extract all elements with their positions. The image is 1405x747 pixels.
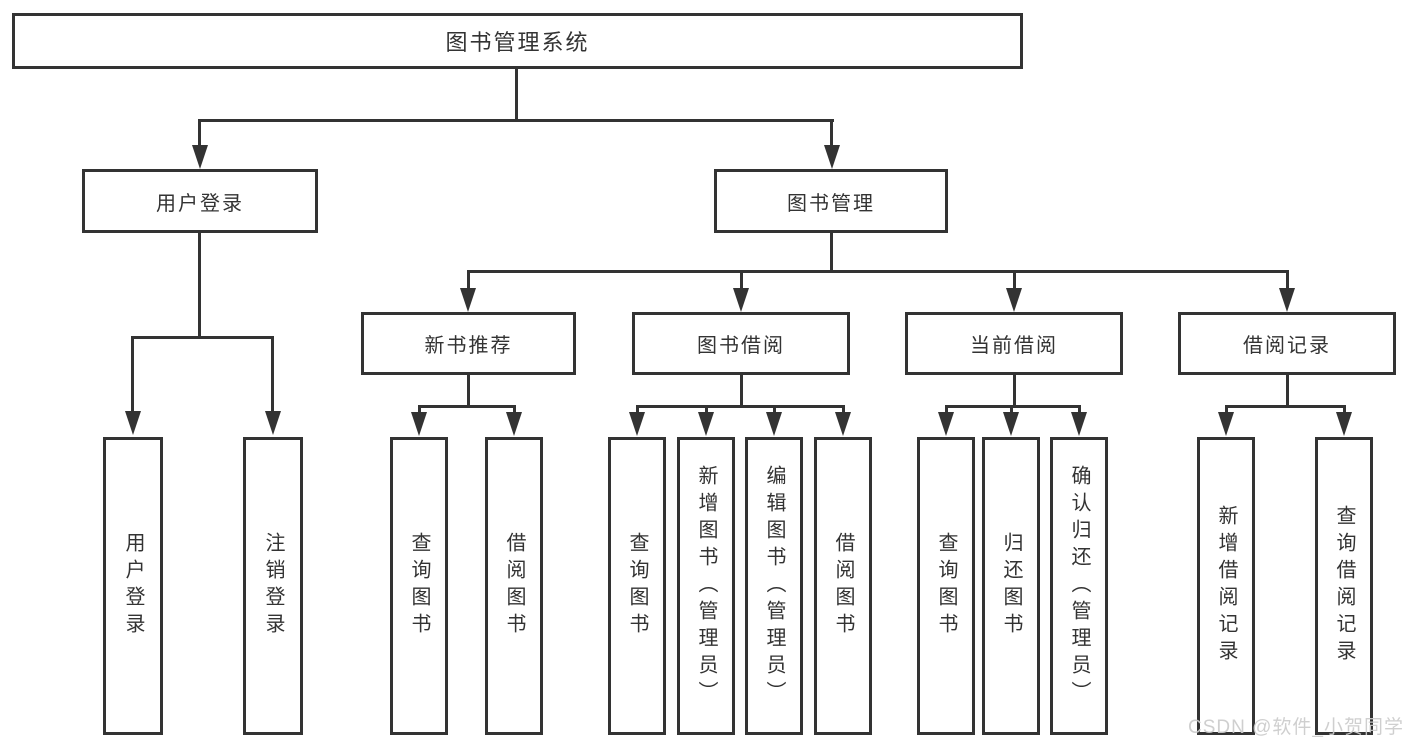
node-new-books-label: 新书推荐	[424, 335, 513, 357]
connector-vline	[705, 405, 708, 417]
node-borrow-records: 借阅记录	[1178, 312, 1396, 375]
connector-vline	[636, 405, 639, 417]
connector-vline	[271, 336, 274, 414]
connector-vline	[1078, 405, 1081, 417]
arrow-down-icon	[938, 412, 954, 436]
connector-vline	[1286, 375, 1289, 408]
leaf-query-borrow-record: 查询借阅记录	[1315, 437, 1373, 735]
connector-vline	[1343, 405, 1346, 417]
leaf-add-borrow-record: 新增借阅记录	[1197, 437, 1255, 735]
connector-vline	[740, 375, 743, 408]
arrow-down-icon	[1003, 412, 1019, 436]
node-book-mgmt-label: 图书管理	[787, 192, 875, 215]
connector-hline	[418, 405, 516, 408]
leaf-user-login: 用户登录	[103, 437, 163, 735]
connector-vline	[830, 119, 833, 149]
leaf-borrow-books-1-label: 借阅图书	[503, 532, 525, 640]
arrow-down-icon	[460, 288, 476, 312]
watermark-text: CSDN @软件_小贺同学	[1188, 717, 1404, 738]
leaf-query-books-1-label: 查询图书	[408, 532, 430, 640]
node-new-books: 新书推荐	[361, 312, 576, 375]
connector-vline	[467, 375, 470, 408]
connector-hline	[131, 336, 274, 339]
connector-vline	[131, 336, 134, 414]
leaf-return-books-label: 归还图书	[1000, 532, 1022, 640]
leaf-add-borrow-record-label: 新增借阅记录	[1215, 505, 1237, 667]
connector-vline	[842, 405, 845, 417]
connector-vline	[1010, 405, 1013, 417]
leaf-query-books-2: 查询图书	[608, 437, 666, 735]
leaf-logout-label: 注销登录	[262, 532, 284, 640]
connector-vline	[773, 405, 776, 417]
connector-hline	[467, 270, 1289, 273]
node-user-login: 用户登录	[82, 169, 318, 233]
connector-vline	[515, 67, 518, 122]
arrow-down-icon	[835, 412, 851, 436]
connector-vline	[830, 233, 833, 273]
leaf-query-books-3: 查询图书	[917, 437, 975, 735]
leaf-add-books-admin: 新增图书（管理员）	[677, 437, 735, 735]
node-book-borrow-label: 图书借阅	[697, 335, 785, 357]
arrow-down-icon	[629, 412, 645, 436]
arrow-down-icon	[1218, 412, 1234, 436]
leaf-borrow-books-2: 借阅图书	[814, 437, 872, 735]
leaf-query-books-3-label: 查询图书	[935, 532, 957, 640]
node-borrow-records-label: 借阅记录	[1243, 335, 1331, 357]
arrow-down-icon	[125, 411, 141, 435]
arrow-down-icon	[265, 411, 281, 435]
node-user-login-label: 用户登录	[156, 192, 244, 215]
node-root-label: 图书管理系统	[445, 30, 590, 55]
leaf-return-books: 归还图书	[982, 437, 1040, 735]
connector-vline	[1013, 375, 1016, 408]
connector-vline	[418, 405, 421, 417]
node-book-borrow: 图书借阅	[632, 312, 850, 375]
leaf-borrow-books-2-label: 借阅图书	[832, 532, 854, 640]
leaf-add-books-admin-label: 新增图书（管理员）	[695, 464, 717, 708]
connector-vline	[1225, 405, 1228, 417]
arrow-down-icon	[506, 412, 522, 436]
arrow-down-icon	[1006, 288, 1022, 312]
node-book-mgmt: 图书管理	[714, 169, 948, 233]
arrow-down-icon	[411, 412, 427, 436]
arrow-down-icon	[1336, 412, 1352, 436]
arrow-down-icon	[733, 288, 749, 312]
connector-vline	[740, 270, 743, 292]
connector-vline	[198, 119, 201, 149]
connector-vline	[945, 405, 948, 417]
leaf-query-books-1: 查询图书	[390, 437, 448, 735]
connector-vline	[1286, 270, 1289, 292]
arrow-down-icon	[1071, 412, 1087, 436]
arrow-down-icon	[192, 145, 208, 169]
node-current-borrow: 当前借阅	[905, 312, 1123, 375]
leaf-user-login-label: 用户登录	[122, 532, 144, 640]
leaf-logout: 注销登录	[243, 437, 303, 735]
arrow-down-icon	[766, 412, 782, 436]
leaf-edit-books-admin: 编辑图书（管理员）	[745, 437, 803, 735]
node-root: 图书管理系统	[12, 13, 1023, 69]
leaf-query-borrow-record-label: 查询借阅记录	[1333, 505, 1355, 667]
connector-vline	[1013, 270, 1016, 292]
leaf-confirm-return-admin-label: 确认归还（管理员）	[1068, 464, 1090, 708]
connector-vline	[198, 233, 201, 339]
leaf-query-books-2-label: 查询图书	[626, 532, 648, 640]
leaf-borrow-books-1: 借阅图书	[485, 437, 543, 735]
node-current-borrow-label: 当前借阅	[970, 335, 1058, 357]
arrow-down-icon	[698, 412, 714, 436]
connector-vline	[467, 270, 470, 292]
arrow-down-icon	[824, 145, 840, 169]
arrow-down-icon	[1279, 288, 1295, 312]
connector-hline	[636, 405, 844, 408]
leaf-confirm-return-admin: 确认归还（管理员）	[1050, 437, 1108, 735]
connector-hline	[198, 119, 834, 122]
connector-vline	[513, 405, 516, 417]
connector-hline	[1225, 405, 1345, 408]
leaf-edit-books-admin-label: 编辑图书（管理员）	[763, 464, 785, 708]
